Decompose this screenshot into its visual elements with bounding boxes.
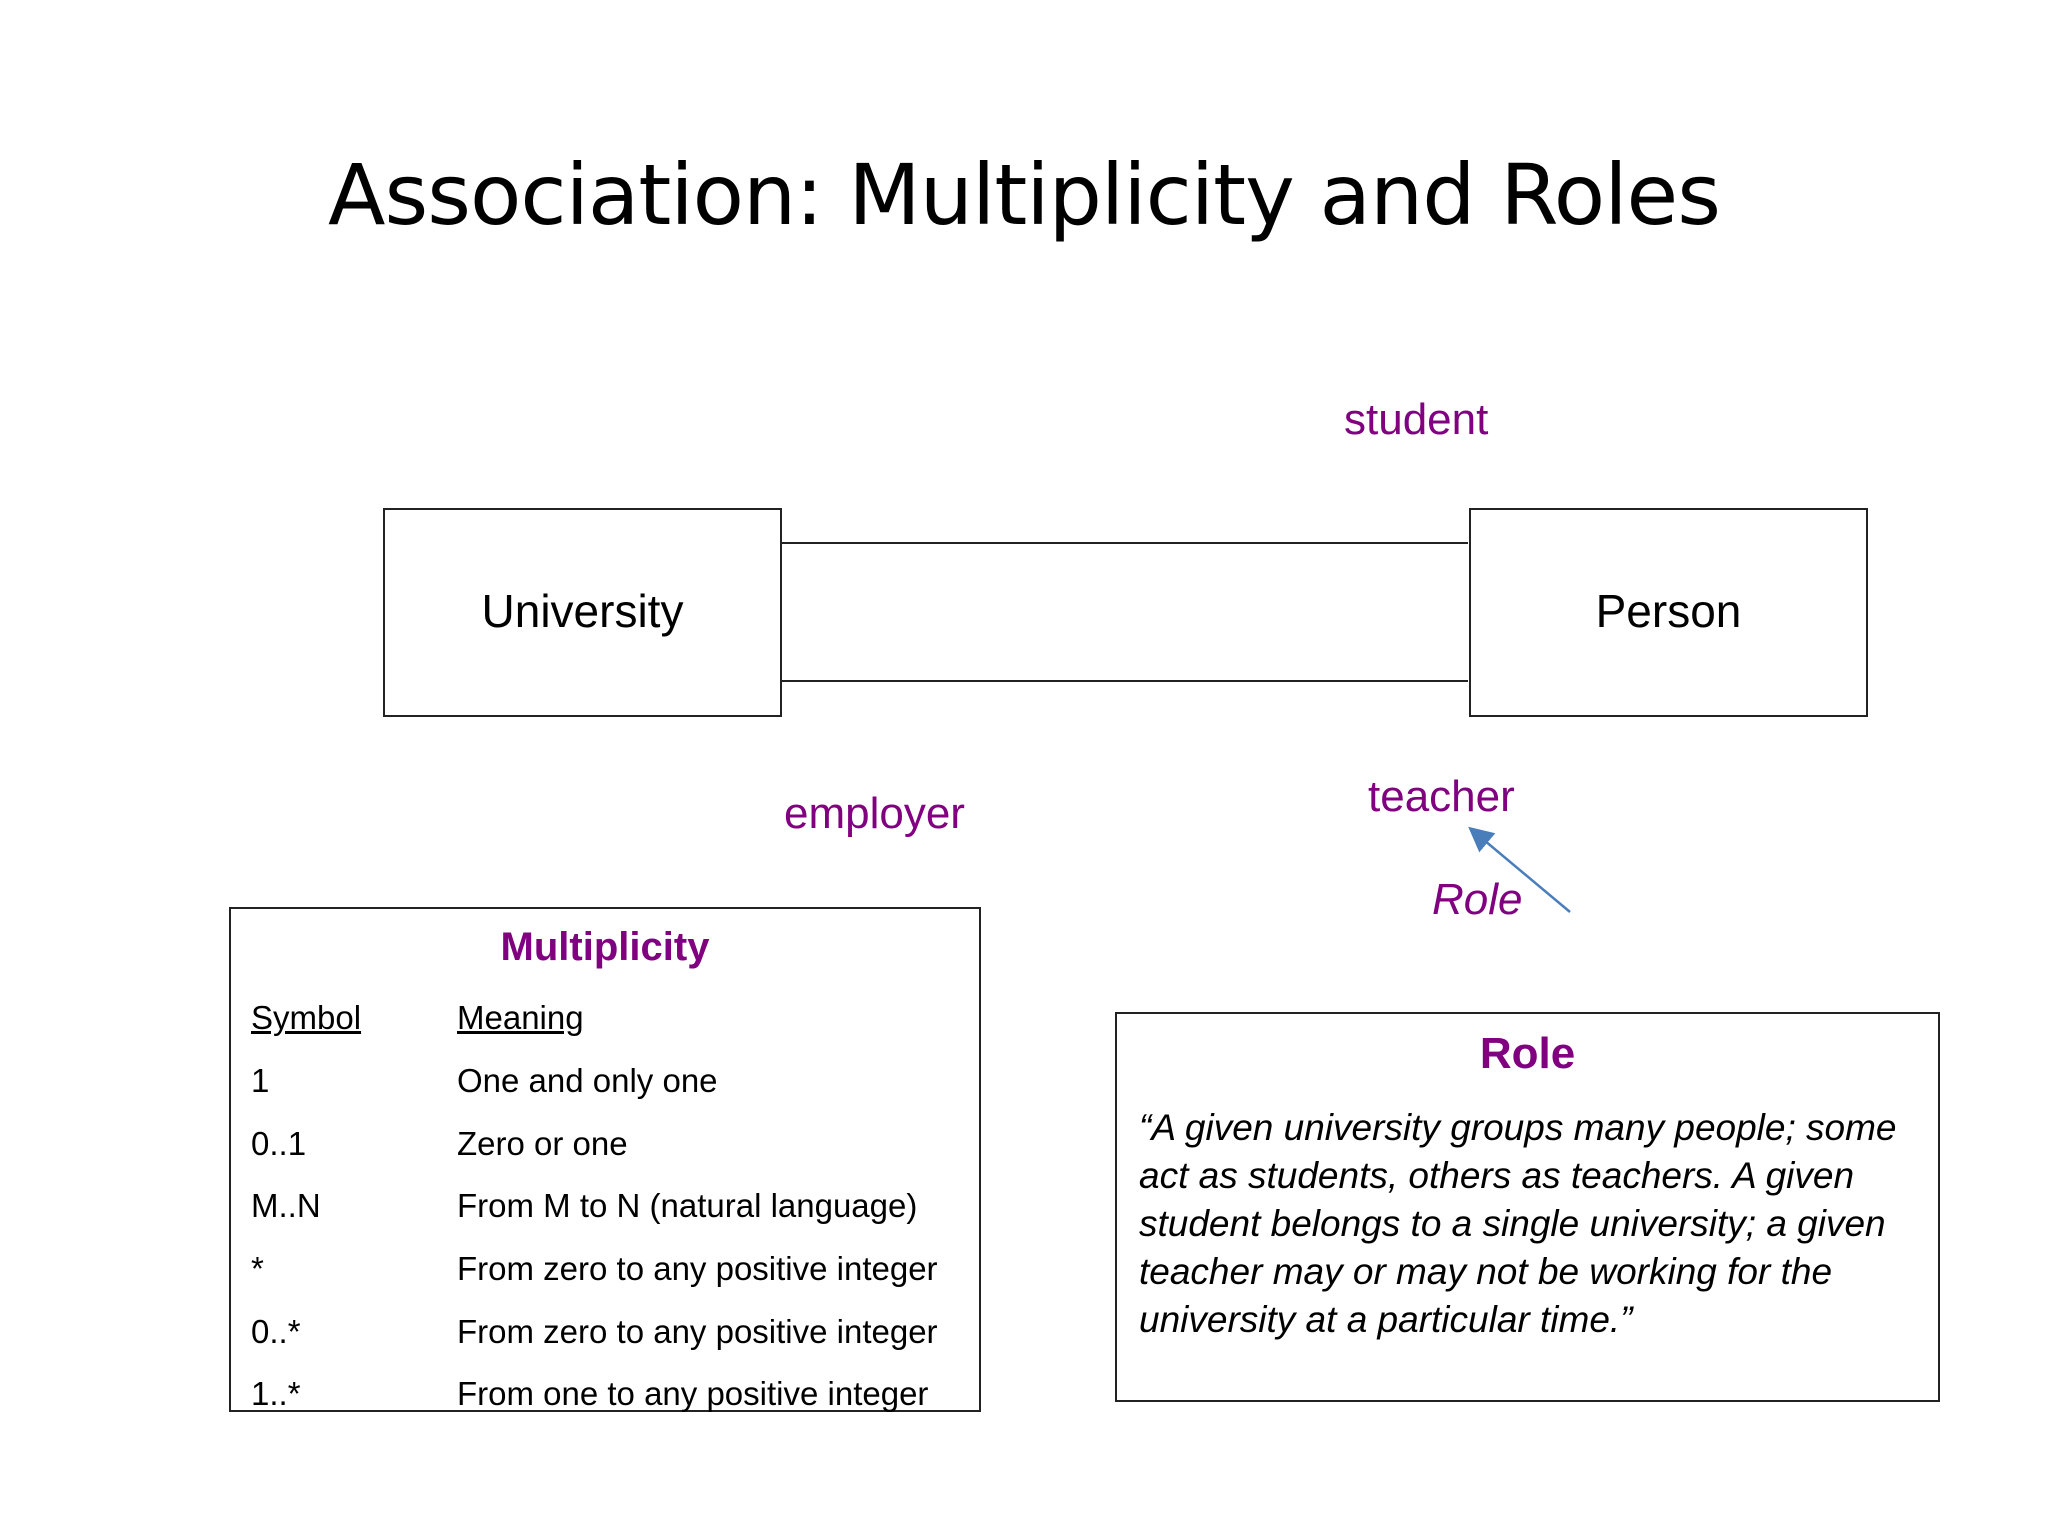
class-name-person: Person [1595, 585, 1742, 637]
symbol-cell: 0..* [251, 1313, 301, 1350]
role-heading: Role [1479, 1029, 1576, 1078]
meaning-cell: From one to any positive integer [457, 1375, 929, 1412]
symbol-cell: 0..1 [251, 1125, 307, 1162]
table-row: * From zero to any positive integer [231, 1246, 979, 1308]
person-class-box[interactable] [1469, 508, 1868, 717]
role-pointer-arrow [1468, 826, 1571, 913]
symbol-cell: 1..* [251, 1375, 301, 1412]
symbol-cell: 1 [251, 1062, 270, 1099]
role-definition-box: Role “A given university groups many peo… [1115, 1012, 1940, 1402]
table-row: M..N From M to N (natural language) [231, 1183, 979, 1245]
multiplicity-header-row: Symbol Meaning [231, 995, 979, 1057]
role-quote: “A given university groups many people; … [1139, 1107, 1897, 1340]
university-class-box[interactable] [383, 508, 782, 717]
symbol-cell: * [251, 1250, 264, 1287]
meaning-cell: From M to N (natural language) [457, 1187, 918, 1224]
meaning-cell: One and only one [457, 1062, 718, 1099]
meaning-column-header: Meaning [457, 999, 584, 1036]
slide-title: Association: Multiplicity and Roles [328, 146, 1721, 244]
symbol-cell: M..N [251, 1187, 321, 1224]
table-row: 0..1 Zero or one [231, 1121, 979, 1183]
meaning-cell: From zero to any positive integer [457, 1250, 938, 1287]
multiplicity-heading: Multiplicity [500, 925, 710, 969]
role-annotation: Role [1432, 875, 1523, 924]
class-name-university: University [481, 585, 684, 637]
table-row: 0..* From zero to any positive integer [231, 1309, 979, 1371]
symbol-column-header: Symbol [251, 999, 362, 1036]
meaning-cell: From zero to any positive integer [457, 1313, 938, 1350]
meaning-cell: Zero or one [457, 1125, 628, 1162]
multiplicity-table: Multiplicity Symbol Meaning 1 One and on… [229, 907, 981, 1412]
table-row: 1 One and only one [231, 1058, 979, 1120]
role-label-employer: employer [784, 789, 965, 838]
role-label-teacher: teacher [1368, 772, 1515, 821]
table-row: 1..* From one to any positive integer [231, 1371, 979, 1433]
role-label-student: student [1344, 395, 1489, 444]
